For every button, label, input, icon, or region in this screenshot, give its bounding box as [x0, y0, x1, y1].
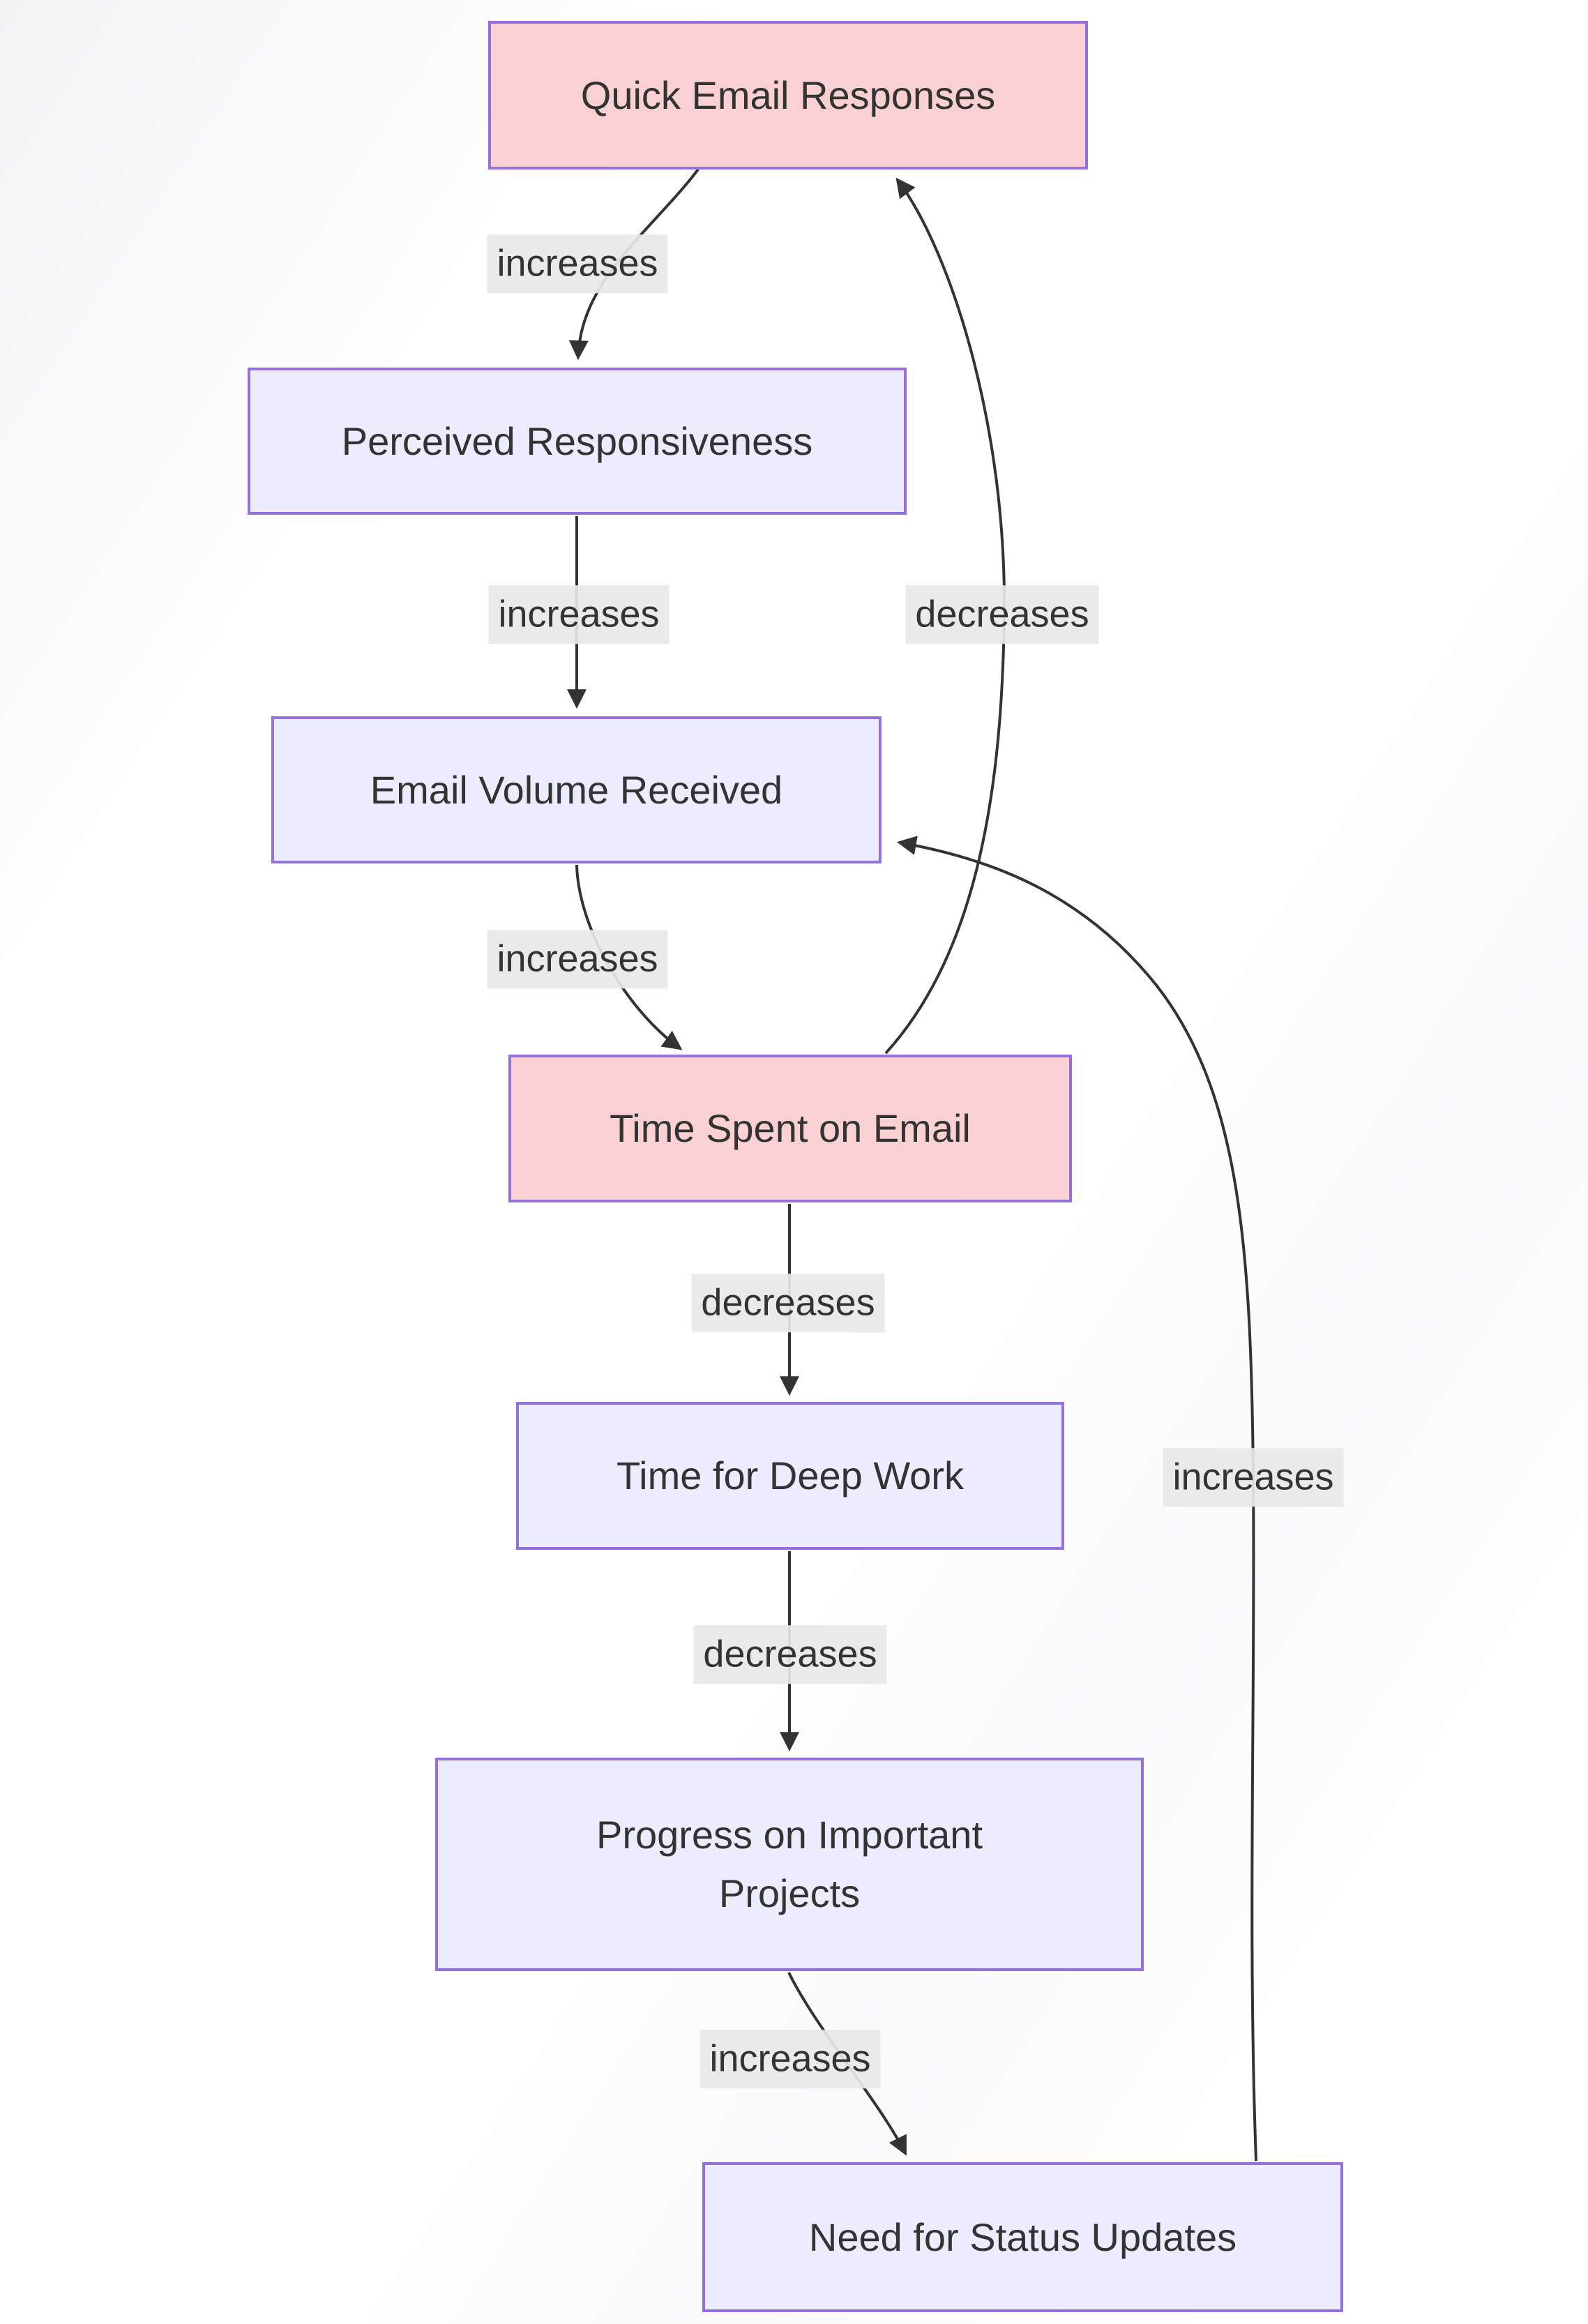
edge-label-email-volume-received-to-time-spent-on-email: increases [487, 930, 668, 988]
node-time-for-deep-work-label: Time for Deep Work [617, 1454, 964, 1497]
node-need-for-status-updates: Need for Status Updates [702, 2162, 1343, 2312]
node-progress-on-important-projects: Progress on Important Projects [435, 1758, 1144, 1971]
edge-label-time-for-deep-work-to-progress-on-important-projects: decreases [693, 1625, 887, 1684]
edge-label-progress-on-important-projects-to-need-for-status-updates: increases [700, 2030, 881, 2088]
node-need-for-status-updates-label: Need for Status Updates [808, 2214, 1237, 2259]
edge-label-need-for-status-updates-to-email-volume-received: increases [1163, 1448, 1344, 1507]
node-perceived-responsiveness: Perceived Responsiveness [248, 368, 907, 515]
edge-label-quick-email-responses-to-perceived-responsiveness: increases [487, 234, 668, 293]
edge-label-perceived-responsiveness-to-email-volume-received: increases [488, 585, 670, 644]
node-quick-email-responses: Quick Email Responses [488, 21, 1088, 169]
node-time-for-deep-work: Time for Deep Work [516, 1402, 1064, 1550]
edge-label-time-spent-on-email-to-time-for-deep-work: decreases [691, 1274, 885, 1332]
node-email-volume-received-label: Email Volume Received [370, 767, 783, 812]
node-quick-email-responses-label: Quick Email Responses [580, 73, 996, 117]
node-time-spent-on-email: Time Spent on Email [508, 1055, 1072, 1202]
edge-need-for-status-updates-to-email-volume-received [896, 836, 1257, 2161]
node-progress-on-important-projects-label: Progress on Important Projects [596, 1813, 983, 1915]
node-perceived-responsiveness-label: Perceived Responsiveness [341, 418, 813, 463]
node-time-spent-on-email-label: Time Spent on Email [610, 1106, 971, 1150]
edge-label-time-spent-on-email-to-quick-email-responses: decreases [905, 585, 1099, 644]
node-email-volume-received: Email Volume Received [271, 716, 882, 863]
